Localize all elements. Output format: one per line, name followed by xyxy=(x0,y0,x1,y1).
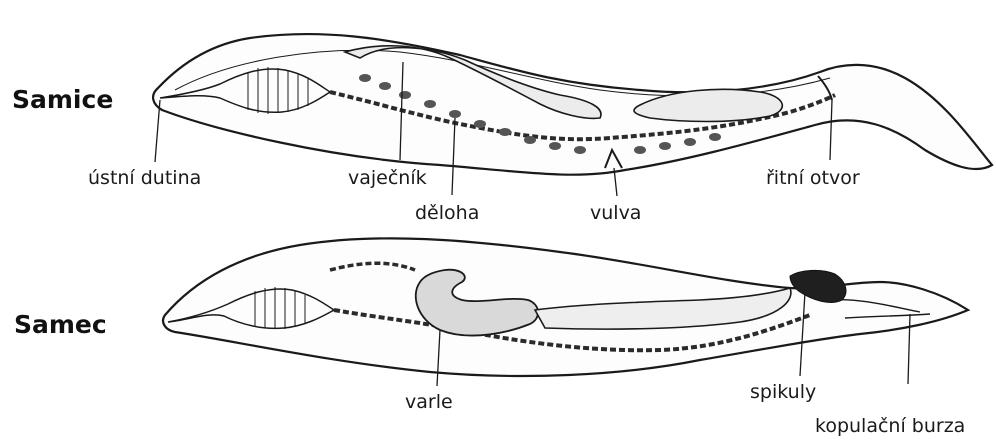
label-anus: řitní otvor xyxy=(766,169,860,188)
male-title: Samec xyxy=(14,312,107,337)
leader-mouth xyxy=(155,100,160,162)
male-worm xyxy=(163,238,968,386)
label-mouth: ústní dutina xyxy=(88,169,201,188)
label-ovary: vaječník xyxy=(348,169,427,188)
label-bursa: kopulační burza xyxy=(815,417,965,436)
label-testis: varle xyxy=(405,393,453,412)
label-uterus: děloha xyxy=(415,204,479,223)
label-spicules: spikuly xyxy=(750,383,816,402)
label-vulva: vulva xyxy=(590,204,641,223)
female-worm xyxy=(153,34,992,196)
female-title: Samice xyxy=(12,87,113,112)
